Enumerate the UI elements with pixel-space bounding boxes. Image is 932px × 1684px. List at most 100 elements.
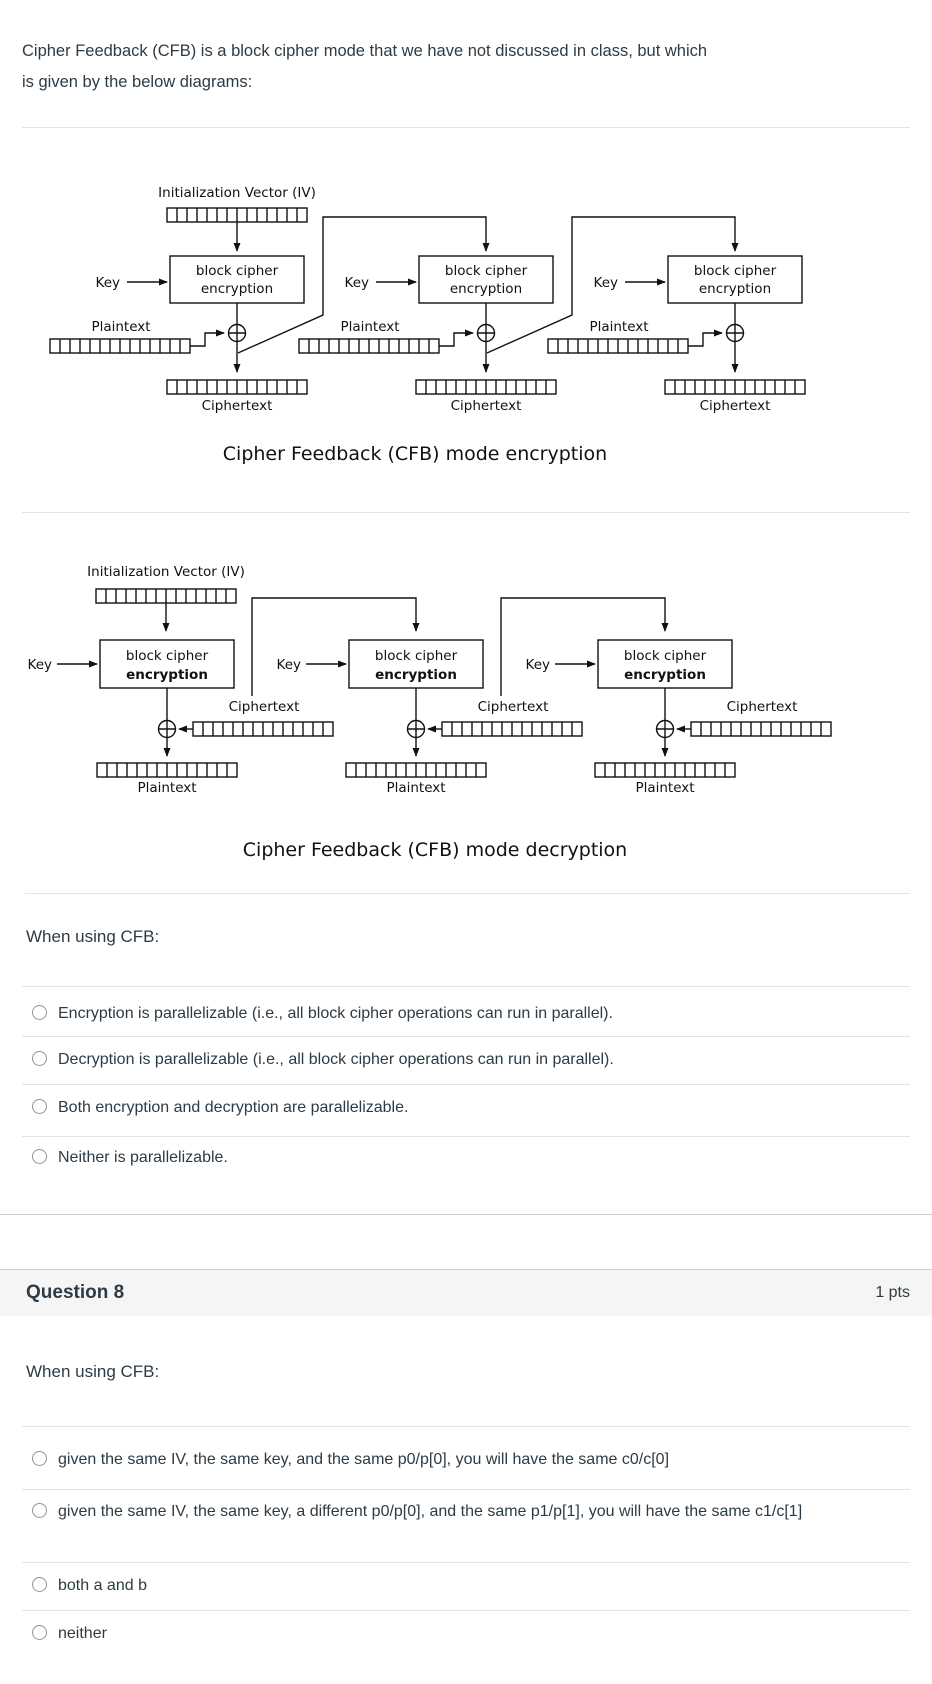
answer-option-label: Both encryption and decryption are paral…	[58, 1099, 409, 1116]
divider	[22, 1084, 910, 1085]
answer-option-label: neither	[58, 1625, 107, 1642]
encryption-block-3: block cipher encryption Key Plaintext Ci…	[547, 255, 806, 414]
plaintext-label: Plaintext	[635, 780, 694, 796]
answer-option-label: both a and b	[58, 1577, 147, 1594]
answer-option-label: given the same IV, the same key, and the…	[58, 1451, 670, 1468]
ciphertext-bit-block	[441, 721, 583, 737]
block-cipher-label: block cipher	[126, 648, 209, 664]
ciphertext-label: Ciphertext	[727, 699, 798, 715]
encryption-label: encryption	[375, 667, 457, 683]
plaintext-bit-block	[547, 338, 689, 354]
answer-option[interactable]: neither	[32, 1623, 910, 1645]
key-label: Key	[28, 657, 52, 673]
plaintext-label: Plaintext	[340, 319, 399, 335]
encryption-block-1: block cipher encryption Key Plaintext Ci…	[49, 255, 308, 414]
plaintext-label: Plaintext	[589, 319, 648, 335]
answer-option-label: Neither is parallelizable.	[58, 1149, 228, 1166]
decryption-block-3: block cipher encryption Key Ciphertext P…	[526, 639, 832, 796]
decryption-diagram-caption: Cipher Feedback (CFB) mode decryption	[243, 839, 627, 861]
ciphertext-label: Ciphertext	[229, 699, 300, 715]
ciphertext-bit-block	[664, 379, 806, 395]
radio-button[interactable]	[32, 1451, 47, 1466]
feedback-line-2	[500, 597, 669, 696]
encryption-label: encryption	[699, 281, 771, 297]
radio-button[interactable]	[32, 1577, 47, 1592]
radio-button[interactable]	[32, 1503, 47, 1518]
ciphertext-bit-block	[192, 721, 334, 737]
ciphertext-label: Ciphertext	[478, 699, 549, 715]
divider	[22, 1610, 910, 1611]
iv-bit-block	[166, 207, 308, 223]
key-label: Key	[526, 657, 550, 673]
encryption-label: encryption	[126, 667, 208, 683]
question-prompt: When using CFB:	[26, 1362, 160, 1381]
answer-option[interactable]: Decryption is parallelizable (i.e., all …	[32, 1049, 910, 1071]
divider	[22, 1136, 910, 1137]
cfb-decryption-diagram: Initialization Vector (IV) block cipher …	[28, 564, 832, 861]
encryption-label: encryption	[450, 281, 522, 297]
ciphertext-label: Ciphertext	[700, 398, 771, 414]
question-intro-text: Cipher Feedback (CFB) is a block cipher …	[22, 36, 862, 98]
block-cipher-label: block cipher	[445, 263, 528, 279]
answer-option[interactable]: Both encryption and decryption are paral…	[32, 1097, 910, 1119]
answer-option-label: Decryption is parallelizable (i.e., all …	[58, 1051, 614, 1068]
iv-bit-block	[95, 588, 237, 604]
question-points: 1 pts	[875, 1284, 910, 1301]
ciphertext-bit-block	[415, 379, 557, 395]
cfb-encryption-diagram: Initialization Vector (IV) block cipher …	[49, 185, 806, 465]
feedback-line-1	[237, 216, 490, 354]
plaintext-bit-block	[345, 762, 487, 778]
encryption-block-2: block cipher encryption Key Plaintext Ci…	[298, 255, 557, 414]
radio-button[interactable]	[32, 1149, 47, 1164]
divider	[22, 1426, 910, 1427]
radio-button[interactable]	[32, 1625, 47, 1640]
answer-option-label: given the same IV, the same key, a diffe…	[58, 1503, 803, 1520]
plaintext-bit-block	[49, 338, 191, 354]
ciphertext-label: Ciphertext	[451, 398, 522, 414]
encryption-label: encryption	[624, 667, 706, 683]
plaintext-bit-block	[594, 762, 736, 778]
intro-line-1: Cipher Feedback (CFB) is a block cipher …	[22, 42, 708, 60]
ciphertext-label: Ciphertext	[202, 398, 273, 414]
answer-option[interactable]: given the same IV, the same key, and the…	[32, 1449, 910, 1471]
divider	[22, 986, 910, 987]
feedback-line-1	[251, 597, 420, 696]
question-header: Question 8 1 pts	[0, 1269, 932, 1316]
block-cipher-label: block cipher	[624, 648, 707, 664]
iv-label: Initialization Vector (IV)	[87, 564, 245, 580]
plaintext-bit-block	[298, 338, 440, 354]
divider	[22, 127, 910, 128]
question-prompt: When using CFB:	[26, 927, 160, 946]
encryption-diagram-caption: Cipher Feedback (CFB) mode encryption	[223, 443, 607, 465]
block-cipher-label: block cipher	[375, 648, 458, 664]
block-cipher-label: block cipher	[694, 263, 777, 279]
divider	[22, 1562, 910, 1563]
divider	[22, 1489, 910, 1490]
iv-label: Initialization Vector (IV)	[158, 185, 316, 201]
plaintext-bit-block	[96, 762, 238, 778]
radio-button[interactable]	[32, 1099, 47, 1114]
divider	[22, 512, 910, 513]
block-cipher-label: block cipher	[196, 263, 279, 279]
answer-option[interactable]: Neither is parallelizable.	[32, 1147, 910, 1169]
decryption-block-1: block cipher encryption Key Ciphertext P…	[28, 639, 334, 796]
intro-line-2: is given by the below diagrams:	[22, 73, 253, 91]
encryption-label: encryption	[201, 281, 273, 297]
divider	[25, 893, 910, 894]
decryption-block-2: block cipher encryption Key Ciphertext P…	[277, 639, 583, 796]
feedback-line-2	[486, 216, 739, 354]
radio-button[interactable]	[32, 1005, 47, 1020]
radio-button[interactable]	[32, 1051, 47, 1066]
question-title: Question 8	[26, 1282, 125, 1303]
answer-option[interactable]: given the same IV, the same key, a diffe…	[32, 1501, 910, 1523]
answer-option-label: Encryption is parallelizable (i.e., all …	[58, 1005, 613, 1022]
plaintext-label: Plaintext	[386, 780, 445, 796]
ciphertext-bit-block	[166, 379, 308, 395]
question-box-border	[0, 1214, 932, 1215]
answer-option[interactable]: both a and b	[32, 1575, 910, 1597]
plaintext-label: Plaintext	[137, 780, 196, 796]
key-label: Key	[277, 657, 301, 673]
answer-option[interactable]: Encryption is parallelizable (i.e., all …	[32, 1003, 910, 1025]
plaintext-label: Plaintext	[91, 319, 150, 335]
